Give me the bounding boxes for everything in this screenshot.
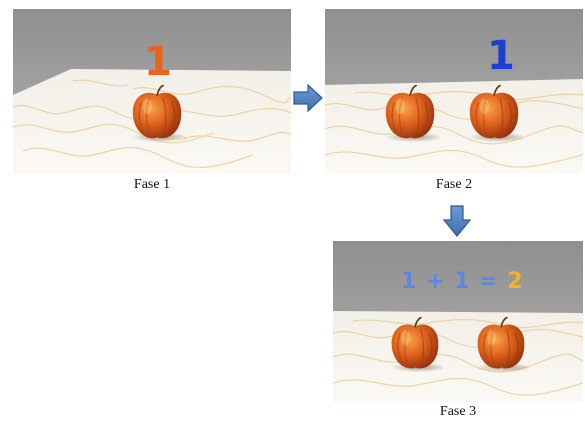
phase-2-panel: 1 [325,9,583,174]
equation-term-2: 1 [454,269,471,294]
arrow-down-icon [443,205,471,237]
equation-result: 2 [507,269,524,294]
arrow-right-icon [293,84,323,112]
phase-1-panel: 1 [13,9,291,174]
phase-2-caption: Fase 2 [435,177,473,192]
equation: 1 + 1 = 2 [401,269,524,294]
equation-equals: = [479,269,499,294]
phase-3-scene [333,241,583,402]
phase-1-caption: Fase 1 [133,177,171,192]
phase-3-caption: Fase 3 [439,404,477,419]
phase-1-scene [13,9,291,174]
phase-3-panel: 1 + 1 = 2 [333,241,583,402]
phase-2-scene [325,9,583,174]
phase-1-number: 1 [144,39,173,85]
phase-2-number: 1 [487,33,516,79]
equation-term-1: 1 [401,269,418,294]
equation-plus: + [425,269,446,294]
